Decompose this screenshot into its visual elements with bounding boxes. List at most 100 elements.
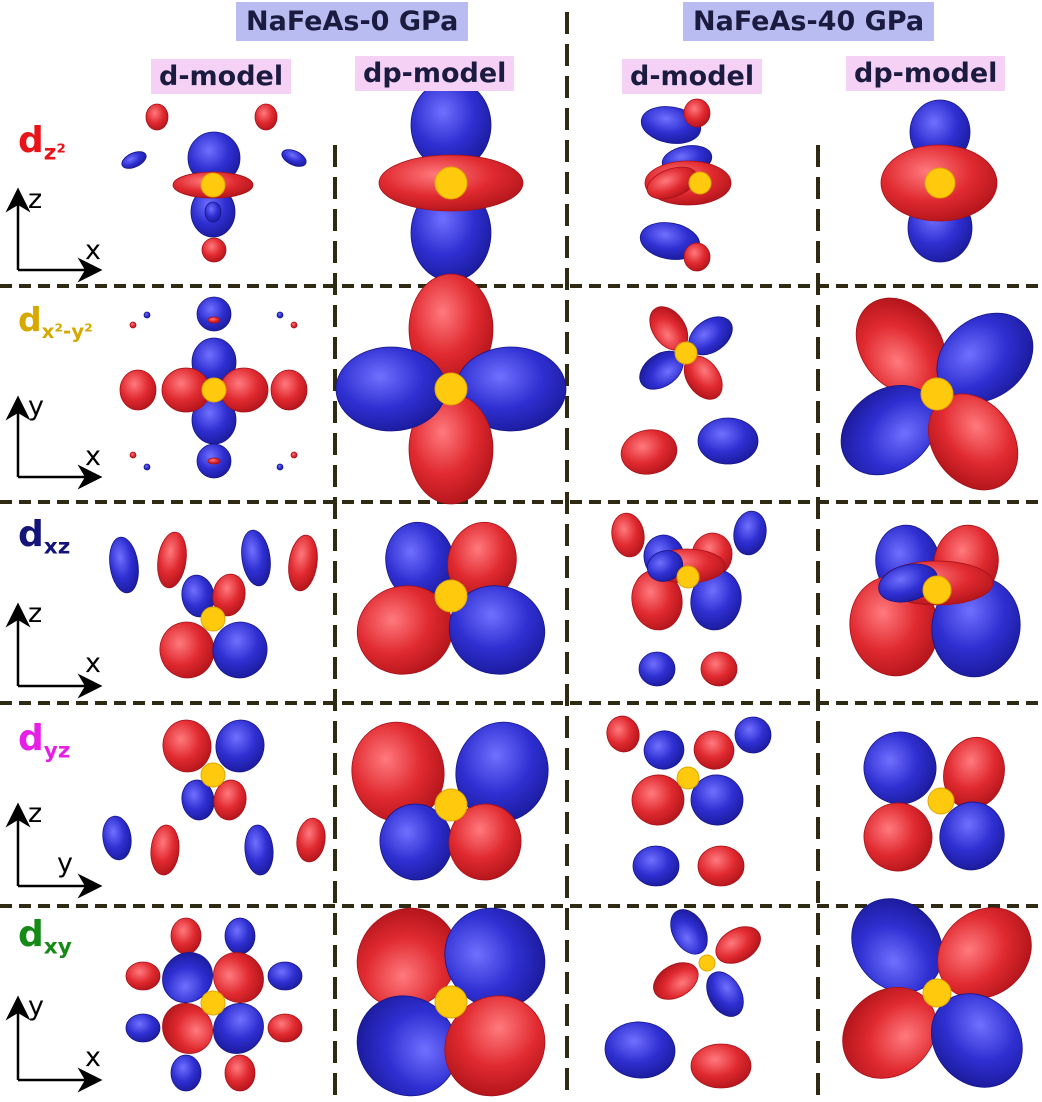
row-label-dx2-y2: dx²-y²: [18, 300, 93, 343]
fe-atom: [434, 166, 468, 200]
negative-lobe: [109, 536, 139, 594]
positive-lobe: [125, 961, 161, 991]
header-d-model-40gpa: d-model: [622, 59, 763, 94]
positive-lobe: [162, 719, 212, 773]
row-label-dxy: dxy: [18, 914, 72, 960]
positive-lobe: [119, 369, 157, 411]
negative-lobe: [204, 201, 222, 223]
negative-lobe: [604, 1021, 676, 1079]
negative-lobe: [448, 585, 546, 675]
negative-lobe: [670, 909, 708, 955]
positive-lobe: [270, 369, 308, 411]
negative-lobe: [646, 550, 684, 582]
positive-lobe: [631, 774, 685, 826]
grid-dividers: [0, 12, 1042, 1100]
negative-lobe: [244, 824, 274, 876]
positive-lobe: [224, 1054, 256, 1092]
positive-lobe: [207, 316, 221, 324]
positive-lobe: [157, 531, 187, 589]
positive-lobe: [863, 802, 933, 872]
axis-label-horizontal-r3: x: [85, 648, 101, 679]
fe-atom: [924, 167, 956, 199]
negative-lobe: [863, 731, 937, 805]
negative-lobe: [241, 529, 271, 587]
negative-lobe: [632, 845, 680, 887]
fe-atom: [434, 579, 468, 613]
negative-lobe: [143, 463, 151, 471]
negative-lobe: [281, 149, 307, 167]
positive-lobe: [129, 451, 137, 459]
axis-label-vertical-r4: z: [28, 798, 43, 829]
positive-lobe: [690, 1043, 752, 1089]
positive-lobe: [290, 451, 298, 459]
header-pressure-40gpa: NaFeAs-40 GPa: [683, 2, 935, 41]
axis-label-horizontal-r1: x: [85, 235, 101, 266]
positive-lobe: [611, 512, 645, 558]
fe-atom: [201, 377, 227, 403]
negative-lobe: [734, 716, 772, 754]
negative-lobe: [143, 311, 151, 319]
negative-lobe: [276, 463, 284, 471]
negative-lobe: [181, 779, 215, 821]
negative-lobe: [121, 151, 147, 169]
negative-lobe: [733, 510, 767, 556]
axis-label-horizontal-r2: x: [85, 441, 101, 472]
row-label-dz2: dz²: [18, 120, 66, 166]
fe-atom: [434, 788, 468, 822]
negative-lobe: [215, 719, 265, 773]
negative-lobe: [196, 296, 232, 332]
fe-atom: [200, 762, 226, 788]
negative-lobe: [224, 917, 256, 955]
negative-lobe: [638, 651, 676, 687]
negative-lobe: [335, 346, 447, 432]
negative-lobe: [102, 815, 132, 861]
axis-label-vertical-r2: y: [28, 391, 44, 422]
negative-lobe: [276, 311, 284, 319]
negative-lobe: [690, 774, 744, 826]
axes-arrows: [5, 187, 103, 1093]
fe-atom: [922, 575, 952, 605]
fe-atom: [200, 990, 226, 1016]
header-pressure-0gpa: NaFeAs-0 GPa: [236, 2, 469, 41]
fe-atom: [676, 565, 700, 589]
positive-lobe: [213, 779, 247, 821]
fe-atom: [434, 372, 468, 406]
positive-lobe: [288, 534, 318, 592]
fe-atom: [200, 606, 226, 632]
positive-lobe: [267, 1013, 303, 1043]
positive-lobe: [620, 429, 678, 475]
positive-lobe: [254, 103, 278, 131]
orbitals: [102, 79, 1034, 1097]
fe-atom: [200, 172, 226, 198]
axis-label-vertical-r5: y: [28, 991, 44, 1022]
axis-label-horizontal-r5: x: [85, 1042, 101, 1073]
fe-atom: [698, 954, 716, 972]
positive-lobe: [290, 321, 298, 329]
fe-atom: [922, 978, 952, 1008]
positive-lobe: [697, 845, 745, 887]
positive-lobe: [170, 917, 202, 955]
fe-atom: [674, 341, 698, 365]
fe-atom: [920, 377, 954, 411]
negative-lobe: [939, 801, 1005, 871]
positive-lobe: [207, 457, 221, 465]
positive-lobe: [693, 730, 735, 770]
positive-lobe: [448, 803, 522, 881]
negative-lobe: [706, 971, 744, 1017]
positive-lobe: [145, 103, 169, 131]
positive-lobe: [715, 926, 761, 964]
header-d-model-0gpa: d-model: [151, 59, 292, 94]
negative-lobe: [878, 563, 938, 603]
negative-lobe: [125, 1013, 161, 1043]
positive-lobe: [150, 824, 180, 876]
row-label-dyz: dyz: [18, 718, 71, 764]
fe-atom: [927, 787, 955, 815]
positive-lobe: [683, 98, 711, 128]
positive-lobe: [606, 715, 640, 753]
positive-lobe: [129, 321, 137, 329]
axis-label-horizontal-r4: y: [57, 848, 73, 879]
fe-atom: [676, 766, 700, 790]
positive-lobe: [296, 817, 326, 863]
row-label-dxz: dxz: [18, 514, 71, 560]
